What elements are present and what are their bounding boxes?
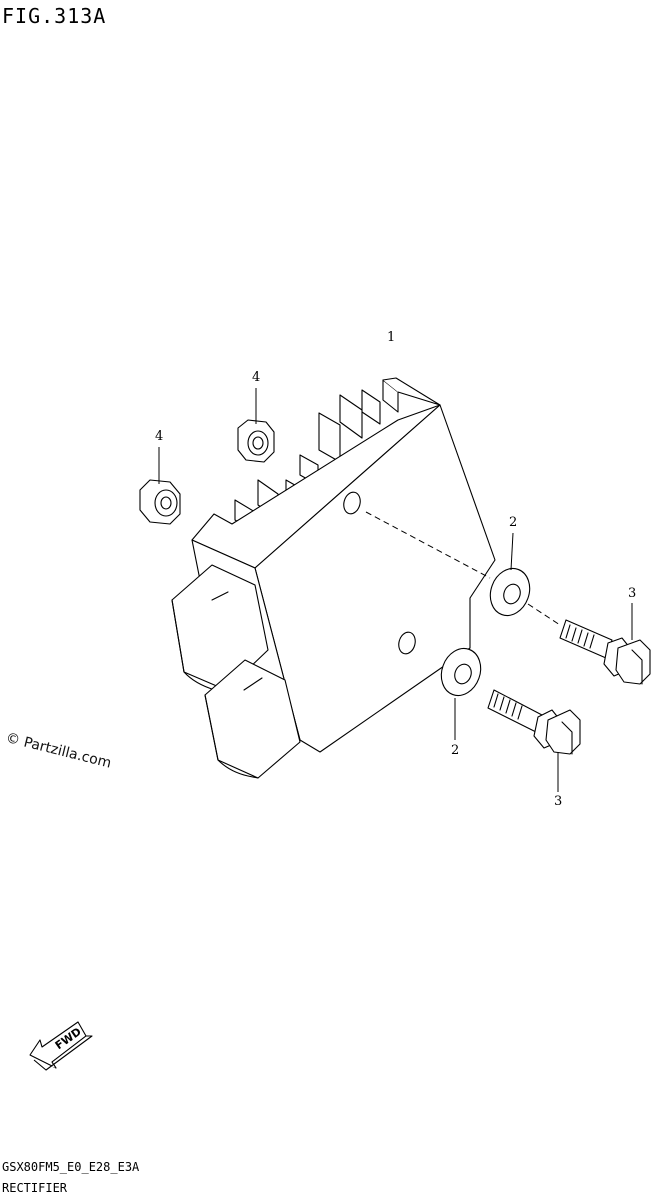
washer-lower[interactable] [435, 643, 487, 701]
rectifier-connector-upper [171, 564, 269, 691]
callout-washer-upper: 2 [509, 515, 518, 530]
mount-hole-upper [343, 491, 361, 515]
washer-upper[interactable] [484, 563, 536, 621]
bolt-upper[interactable] [559, 619, 651, 685]
callout-nut-upper: 4 [252, 370, 261, 385]
assembly-line-upper [365, 511, 491, 579]
figure-code: GSX80FM5_E0_E28_E3A [2, 1160, 140, 1174]
assembly-line-upper-bolt [527, 603, 561, 626]
callout-bolt-lower: 3 [554, 794, 563, 809]
figure-name: RECTIFIER [2, 1181, 68, 1195]
callout-nut-left: 4 [155, 429, 164, 444]
callout-rectifier: 1 [387, 330, 396, 345]
mount-hole-lower [398, 631, 416, 655]
nut-left[interactable] [139, 479, 181, 525]
fwd-arrow-icon: FWD [29, 1021, 93, 1071]
rectifier-front-face [254, 404, 496, 753]
leader-washer-upper [510, 532, 514, 571]
callout-washer-lower: 2 [451, 743, 460, 758]
bolt-lower[interactable] [487, 689, 581, 755]
figure-title: FIG.313A [2, 4, 107, 28]
nut-upper[interactable] [237, 419, 275, 463]
rectifier-connector-lower [204, 659, 301, 779]
callout-bolt-upper: 3 [628, 586, 637, 601]
rectifier-part[interactable] [171, 377, 496, 779]
